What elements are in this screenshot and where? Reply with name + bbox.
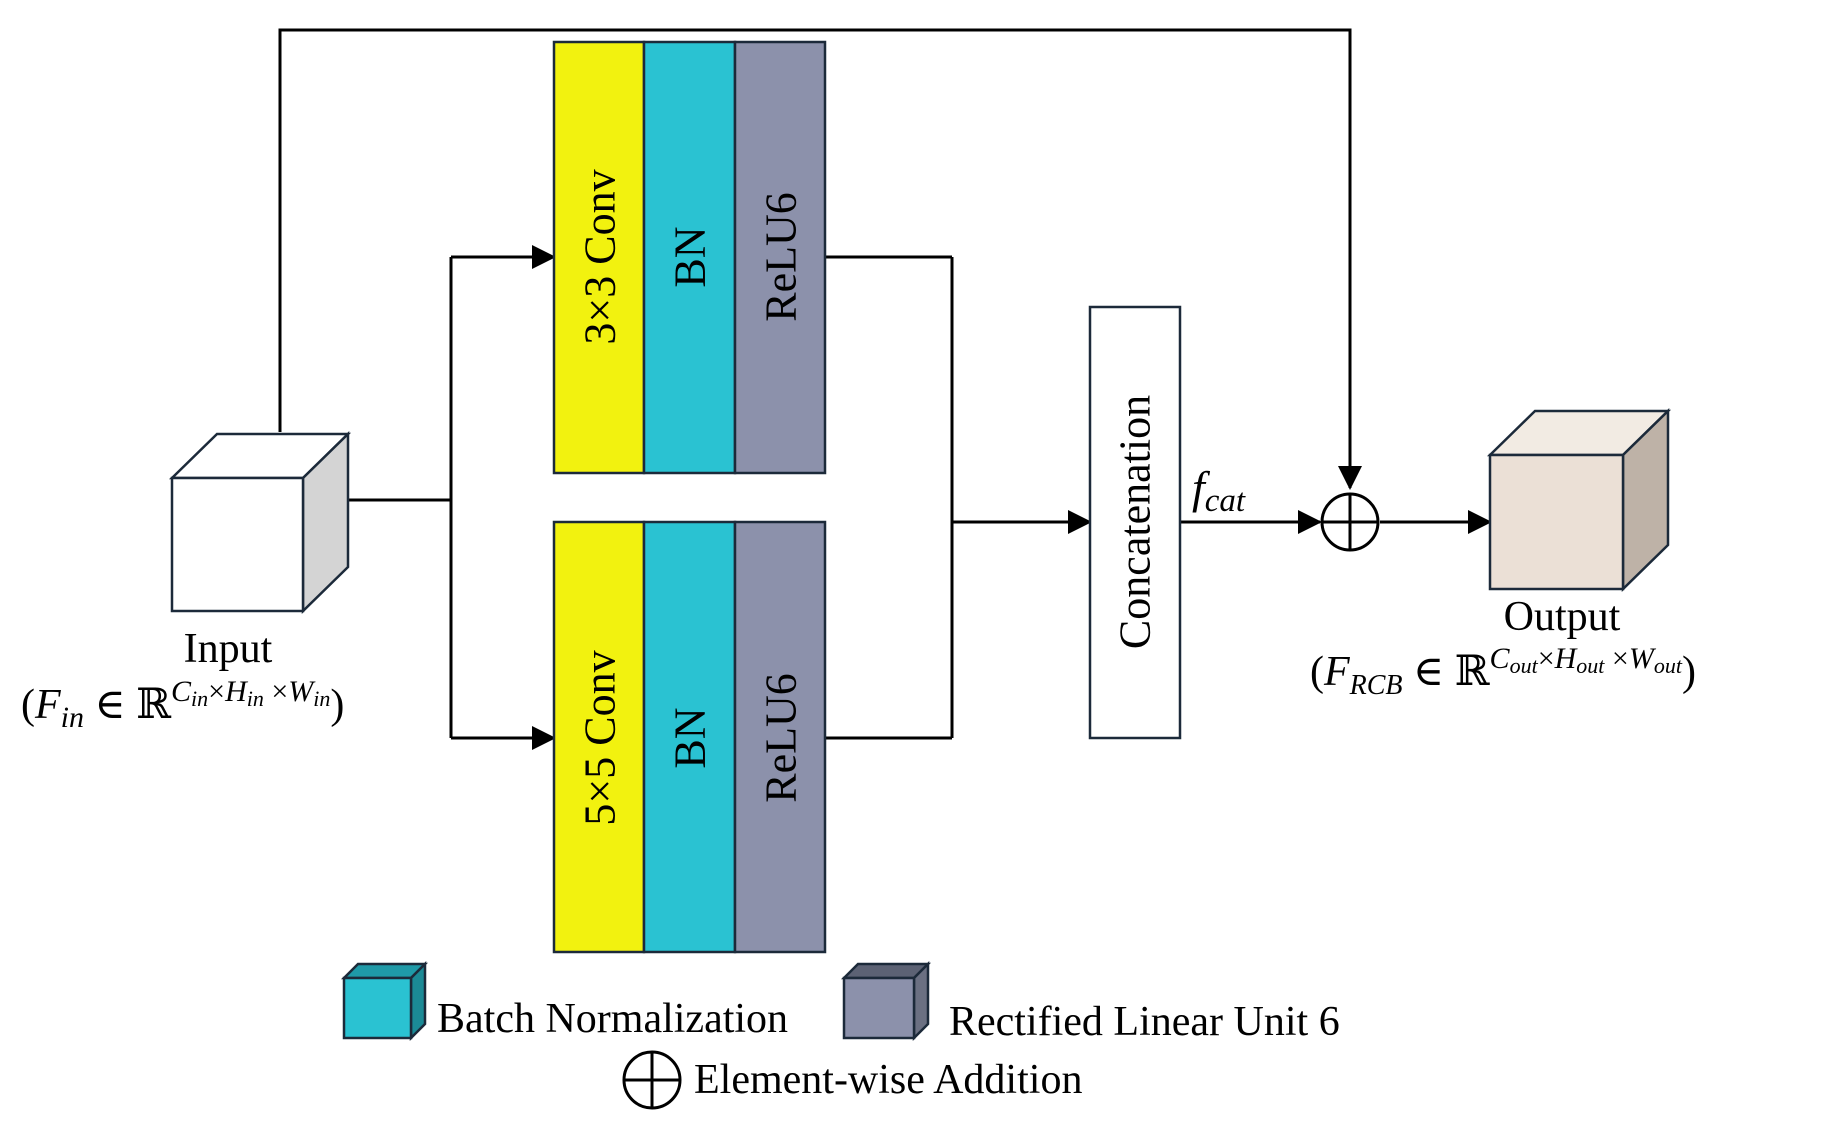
bottom-branch: 5×5 Conv BN ReLU6 [552, 520, 827, 954]
fcat-label: fcat [1192, 462, 1246, 519]
concatenation-block: Concatenation [1088, 305, 1182, 740]
concatenation-label: Concatenation [1111, 395, 1160, 649]
slate-cube-icon [840, 960, 932, 1042]
bottom-relu-block [733, 520, 827, 954]
bottom-conv-block [552, 520, 646, 954]
input-cube [168, 431, 352, 614]
output-cube [1486, 408, 1672, 592]
legend: Batch Normalization Rectified Linear Uni… [340, 960, 1340, 1110]
output-cube-front [1488, 453, 1625, 591]
top-bn-label: BN [666, 226, 715, 287]
top-branch: 3×3 Conv BN ReLU6 [552, 40, 827, 475]
top-conv-label: 3×3 Conv [576, 169, 625, 344]
input-title: Input [184, 626, 273, 672]
bottom-relu-label: ReLU6 [757, 673, 806, 803]
input-formula: (Fin ∈ ℝCin×Hin ×Win) [21, 675, 344, 734]
legend-bn-label: Batch Normalization [437, 996, 788, 1042]
top-bn-block [642, 40, 737, 475]
connections [278, 28, 1492, 750]
bottom-conv-label: 5×5 Conv [576, 650, 625, 825]
circled-plus-icon [1320, 492, 1380, 552]
output-title: Output [1504, 594, 1621, 640]
bottom-bn-label: BN [666, 707, 715, 768]
top-relu-label: ReLU6 [757, 192, 806, 322]
cyan-cube-icon [340, 960, 429, 1042]
legend-circled-plus-icon [622, 1050, 682, 1110]
output-formula: (FRCB ∈ ℝCout×Hout ×Wout) [1310, 642, 1696, 701]
top-conv-block [552, 40, 646, 475]
legend-relu-label: Rectified Linear Unit 6 [949, 999, 1340, 1045]
top-relu-block [733, 40, 827, 475]
skip-connection-line [278, 28, 1362, 490]
bottom-bn-block [642, 520, 737, 954]
legend-add-label: Element-wise Addition [694, 1057, 1082, 1103]
